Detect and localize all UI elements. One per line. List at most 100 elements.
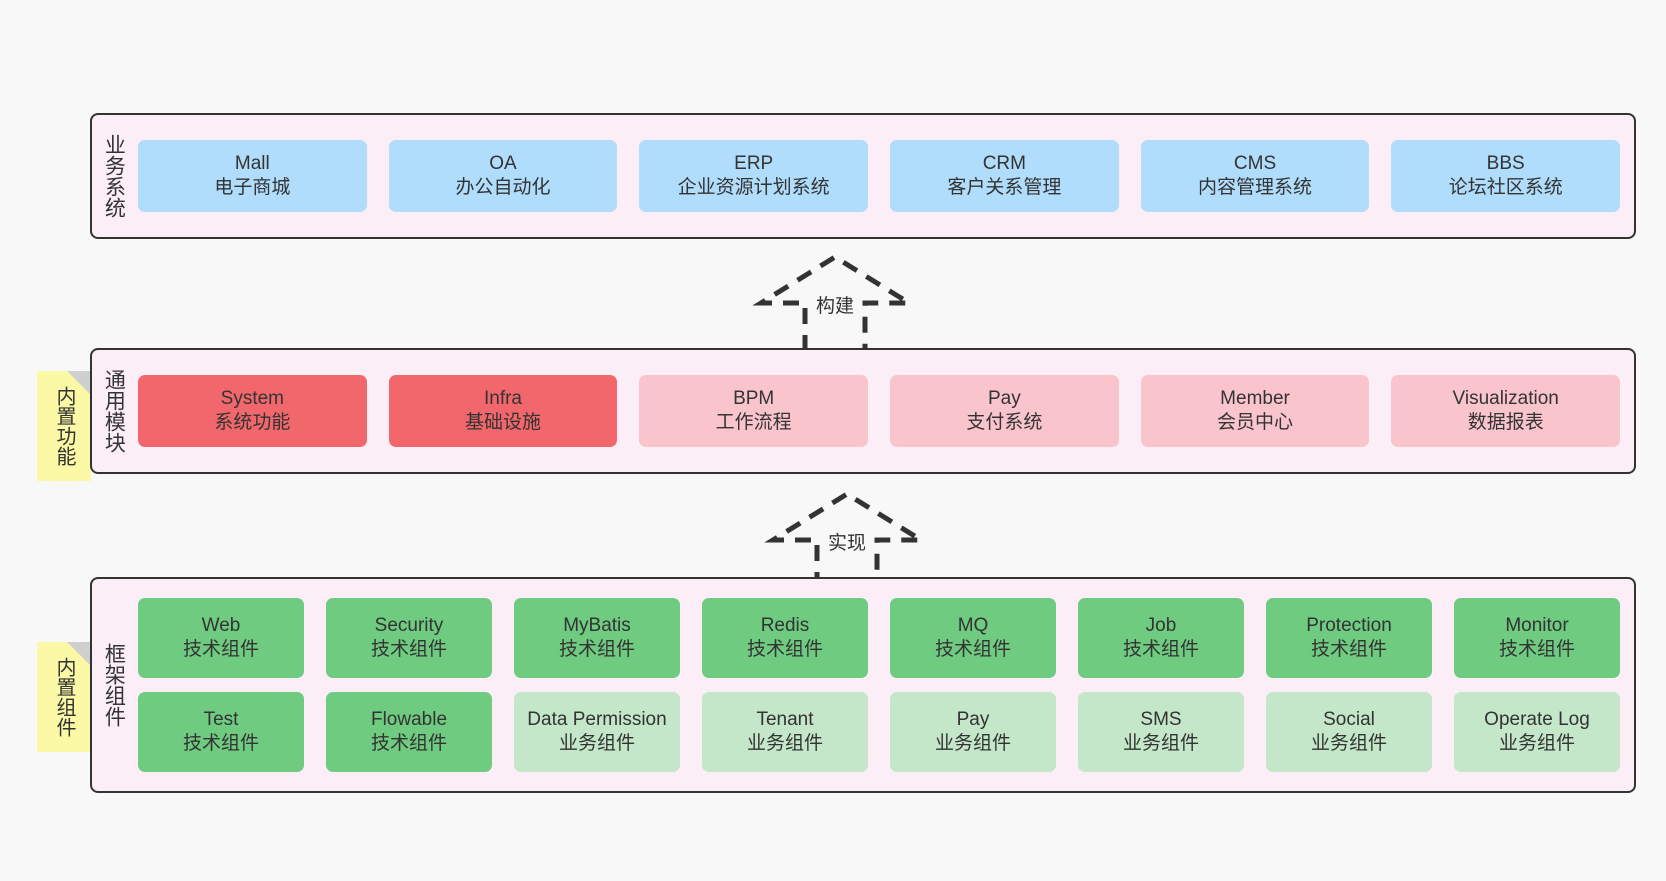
card-title: Social xyxy=(1323,708,1375,730)
card-subtitle: 数据报表 xyxy=(1467,412,1544,433)
framework-card-rows: Web 技术组件 Security 技术组件 MyBatis 技术组件 Redi… xyxy=(134,579,1634,791)
card-redis[interactable]: Redis 技术组件 xyxy=(702,598,868,678)
card-mq[interactable]: MQ 技术组件 xyxy=(890,598,1056,678)
card-subtitle: 技术组件 xyxy=(1498,639,1575,660)
dashed-up-arrow-icon xyxy=(764,492,930,588)
card-title: Member xyxy=(1220,387,1290,409)
card-subtitle: 技术组件 xyxy=(370,733,447,754)
card-title: CRM xyxy=(982,152,1026,174)
card-subtitle: 技术组件 xyxy=(1310,639,1387,660)
note-builtin-features: 内置功能 xyxy=(37,371,91,481)
card-subtitle: 技术组件 xyxy=(934,639,1011,660)
card-subtitle: 系统功能 xyxy=(214,412,291,433)
card-title: Web xyxy=(201,614,241,636)
card-visualization[interactable]: Visualization 数据报表 xyxy=(1391,375,1621,447)
note-label: 内置组件 xyxy=(53,657,75,737)
card-subtitle: 业务组件 xyxy=(1122,733,1199,754)
row-framework-technical: Web 技术组件 Security 技术组件 MyBatis 技术组件 Redi… xyxy=(138,598,1620,678)
business-card-row: Mall 电子商城 OA 办公自动化 ERP 企业资源计划系统 CRM 客户关系… xyxy=(134,115,1634,237)
card-title: Protection xyxy=(1306,614,1392,636)
card-subtitle: 业务组件 xyxy=(1498,733,1575,754)
card-system[interactable]: System 系统功能 xyxy=(138,375,367,447)
card-title: Redis xyxy=(760,614,810,636)
card-subtitle: 内容管理系统 xyxy=(1198,177,1313,198)
note-fold-icon xyxy=(67,371,91,395)
card-title: CMS xyxy=(1233,152,1277,174)
card-title: BBS xyxy=(1486,152,1525,174)
card-title: Tenant xyxy=(756,708,814,730)
card-crm[interactable]: CRM 客户关系管理 xyxy=(890,140,1119,212)
card-subtitle: 电子商城 xyxy=(214,177,291,198)
card-protection[interactable]: Protection 技术组件 xyxy=(1266,598,1432,678)
card-pay[interactable]: Pay 支付系统 xyxy=(890,375,1119,447)
card-title: BPM xyxy=(733,387,775,409)
card-web[interactable]: Web 技术组件 xyxy=(138,598,304,678)
card-subtitle: 技术组件 xyxy=(370,639,447,660)
card-bbs[interactable]: BBS 论坛社区系统 xyxy=(1391,140,1621,212)
card-subtitle: 论坛社区系统 xyxy=(1448,177,1563,198)
card-title: Data Permission xyxy=(527,708,667,730)
card-bpm[interactable]: BPM 工作流程 xyxy=(639,375,869,447)
card-sms[interactable]: SMS 业务组件 xyxy=(1078,692,1244,772)
card-title: MyBatis xyxy=(563,614,631,636)
card-operate-log[interactable]: Operate Log 业务组件 xyxy=(1454,692,1620,772)
row-framework-business: Test 技术组件 Flowable 技术组件 Data Permission … xyxy=(138,692,1620,772)
card-security[interactable]: Security 技术组件 xyxy=(326,598,492,678)
card-subtitle: 支付系统 xyxy=(966,412,1043,433)
card-social[interactable]: Social 业务组件 xyxy=(1266,692,1432,772)
card-title: System xyxy=(220,387,285,409)
card-tenant[interactable]: Tenant 业务组件 xyxy=(702,692,868,772)
layer-common-modules: 通用模块 System 系统功能 Infra 基础设施 BPM 工作流程 Pay… xyxy=(90,348,1636,474)
card-title: Infra xyxy=(483,387,523,409)
card-subtitle: 技术组件 xyxy=(746,639,823,660)
card-mybatis[interactable]: MyBatis 技术组件 xyxy=(514,598,680,678)
card-title: SMS xyxy=(1140,708,1182,730)
card-subtitle: 会员中心 xyxy=(1217,412,1294,433)
card-subtitle: 客户关系管理 xyxy=(947,177,1062,198)
card-subtitle: 业务组件 xyxy=(558,733,635,754)
card-title: Mall xyxy=(234,152,270,174)
card-subtitle: 业务组件 xyxy=(746,733,823,754)
card-title: ERP xyxy=(734,152,774,174)
dashed-up-arrow-icon xyxy=(752,255,918,351)
card-title: Operate Log xyxy=(1484,708,1590,730)
note-label: 内置功能 xyxy=(53,386,75,466)
note-builtin-components: 内置组件 xyxy=(37,642,91,752)
card-oa[interactable]: OA 办公自动化 xyxy=(388,140,618,212)
card-monitor[interactable]: Monitor 技术组件 xyxy=(1454,598,1620,678)
layer-framework-components: 框架组件 Web 技术组件 Security 技术组件 MyBatis 技术组件… xyxy=(90,577,1636,793)
card-pay-component[interactable]: Pay 业务组件 xyxy=(890,692,1056,772)
arrow-implement: 实现 xyxy=(757,492,937,588)
card-title: Security xyxy=(374,614,444,636)
arrow-build: 构建 xyxy=(745,255,925,351)
layer-label-business: 业务系统 xyxy=(102,134,126,218)
common-card-row: System 系统功能 Infra 基础设施 BPM 工作流程 Pay 支付系统… xyxy=(134,350,1634,472)
card-infra[interactable]: Infra 基础设施 xyxy=(388,375,618,447)
card-subtitle: 技术组件 xyxy=(1122,639,1199,660)
card-member[interactable]: Member 会员中心 xyxy=(1140,375,1370,447)
card-erp[interactable]: ERP 企业资源计划系统 xyxy=(639,140,869,212)
card-subtitle: 技术组件 xyxy=(558,639,635,660)
card-data-permission[interactable]: Data Permission 业务组件 xyxy=(514,692,680,772)
card-subtitle: 办公自动化 xyxy=(455,177,551,198)
card-subtitle: 工作流程 xyxy=(715,412,792,433)
card-subtitle: 企业资源计划系统 xyxy=(677,177,830,198)
card-subtitle: 技术组件 xyxy=(182,639,259,660)
card-title: Visualization xyxy=(1452,387,1559,409)
card-title: Flowable xyxy=(370,708,448,730)
card-subtitle: 技术组件 xyxy=(182,733,259,754)
card-subtitle: 业务组件 xyxy=(1310,733,1387,754)
card-mall[interactable]: Mall 电子商城 xyxy=(138,140,367,212)
card-cms[interactable]: CMS 内容管理系统 xyxy=(1140,140,1370,212)
card-title: Job xyxy=(1145,614,1177,636)
card-subtitle: 基础设施 xyxy=(465,412,542,433)
card-test[interactable]: Test 技术组件 xyxy=(138,692,304,772)
card-title: OA xyxy=(489,152,517,174)
card-title: MQ xyxy=(957,614,989,636)
card-job[interactable]: Job 技术组件 xyxy=(1078,598,1244,678)
card-flowable[interactable]: Flowable 技术组件 xyxy=(326,692,492,772)
layer-business-systems: 业务系统 Mall 电子商城 OA 办公自动化 ERP 企业资源计划系统 CRM… xyxy=(90,113,1636,239)
card-title: Monitor xyxy=(1505,614,1569,636)
card-title: Test xyxy=(203,708,239,730)
